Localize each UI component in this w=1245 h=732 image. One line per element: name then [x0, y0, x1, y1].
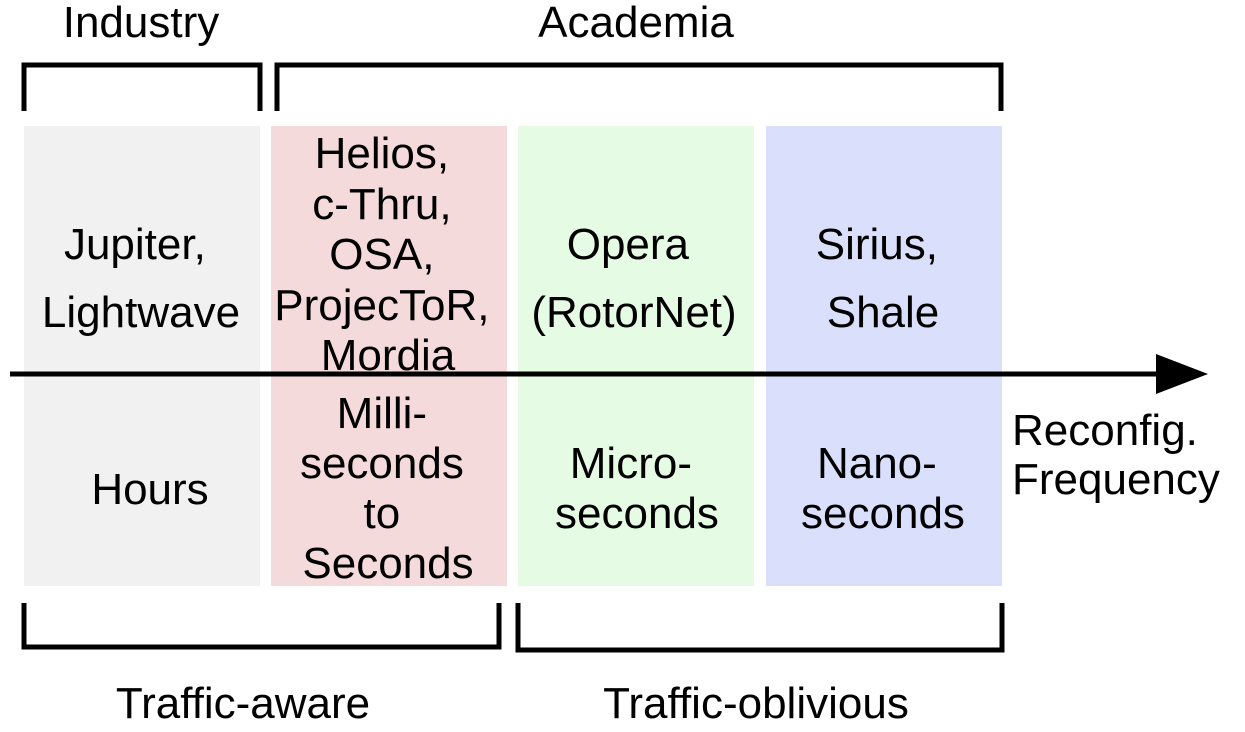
- column-microseconds-systems: Opera (RotorNet): [531, 220, 736, 337]
- timescale-label: to: [364, 489, 401, 538]
- system-label: Lightwave: [42, 288, 240, 337]
- column-microseconds-background: [518, 126, 754, 586]
- column-milliseconds-timescale: Milli- seconds to Seconds: [300, 389, 476, 588]
- timescale-label: Nano-: [817, 439, 937, 488]
- column-industry-timescale: Hours: [91, 465, 208, 514]
- traffic-aware-bracket: [21, 603, 502, 650]
- timescale-label: seconds: [300, 439, 464, 488]
- column-industry-background: [24, 126, 260, 586]
- industry-label: Industry: [63, 0, 220, 47]
- column-industry-systems: Jupiter, Lightwave: [42, 220, 240, 337]
- column-nanoseconds-background: [766, 126, 1002, 586]
- system-label: (RotorNet): [531, 288, 736, 337]
- traffic-aware-label: Traffic-aware: [116, 679, 370, 728]
- system-label: OSA,: [329, 230, 434, 279]
- industry-bracket: [21, 62, 263, 111]
- axis-label: Reconfig. Frequency: [1012, 406, 1220, 504]
- timescale-label: seconds: [801, 489, 965, 538]
- column-milliseconds-background: [271, 126, 507, 586]
- frequency-axis-arrowhead: [1156, 354, 1208, 394]
- column-nanoseconds-systems: Sirius, Shale: [816, 220, 950, 337]
- academia-bracket: [274, 62, 1004, 111]
- academia-label: Academia: [538, 0, 734, 47]
- column-nanoseconds-timescale: Nano- seconds: [801, 439, 965, 538]
- timescale-label: Milli-: [337, 389, 427, 438]
- system-label: ProjecToR,: [274, 281, 489, 330]
- timescale-label: seconds: [555, 489, 719, 538]
- system-label: Helios,: [315, 129, 450, 178]
- system-label: Jupiter,: [64, 220, 206, 269]
- system-label: c-Thru,: [312, 180, 451, 229]
- axis-label-line: Frequency: [1012, 455, 1220, 504]
- timescale-label: Seconds: [302, 539, 473, 588]
- system-label: Opera: [567, 220, 690, 269]
- timescale-label: Hours: [91, 465, 208, 514]
- traffic-oblivious-label: Traffic-oblivious: [603, 679, 909, 728]
- system-label: Sirius,: [816, 220, 938, 269]
- column-microseconds-timescale: Micro- seconds: [555, 439, 719, 538]
- axis-label-line: Reconfig.: [1012, 406, 1198, 455]
- timescale-label: Micro-: [570, 439, 692, 488]
- system-label: Shale: [827, 288, 940, 337]
- traffic-oblivious-bracket: [515, 603, 1005, 653]
